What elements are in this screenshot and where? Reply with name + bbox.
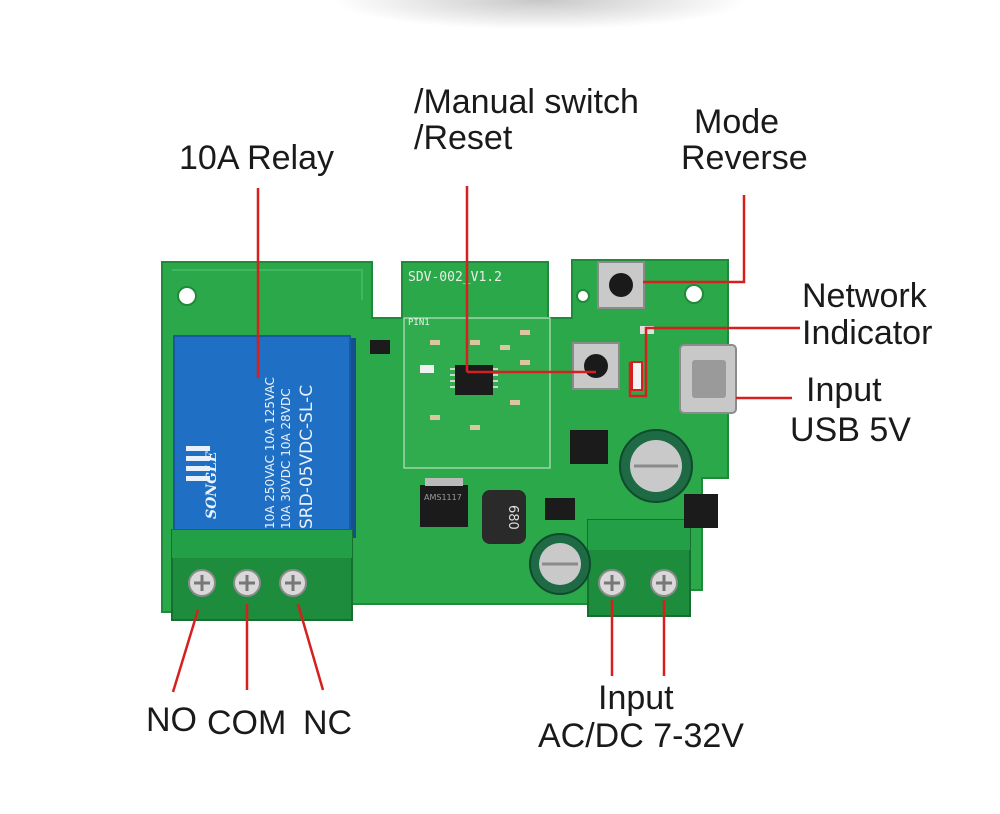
- label-nc: NC: [303, 704, 353, 742]
- label-no: NO: [146, 701, 197, 739]
- capacitor-small: [529, 533, 591, 595]
- label-network: Network: [802, 277, 927, 315]
- label-indicator: Indicator: [802, 314, 933, 352]
- regulator-code-text: AMS1117: [424, 493, 462, 502]
- relay-rating-1: 10A 250VAC 10A 125VAC: [263, 377, 277, 529]
- inductor-code-text: 680: [505, 505, 520, 530]
- label-10a-relay: 10A Relay: [179, 139, 334, 177]
- mount-hole: [177, 286, 197, 306]
- mount-hole: [684, 284, 704, 304]
- label-reverse: Reverse: [681, 139, 808, 177]
- leader-lines: [171, 186, 800, 693]
- ic-8pin: [570, 430, 608, 464]
- pin-label: PIN1: [408, 318, 430, 328]
- terminal-screws: [188, 569, 307, 597]
- relay-rating-2: 10A 30VDC 10A 28VDC: [279, 388, 293, 529]
- diode: [545, 498, 575, 520]
- voltage-regulator: AMS1117: [420, 478, 468, 527]
- label-usb-5v: USB 5V: [790, 411, 911, 449]
- label-mode: Mode: [694, 103, 780, 141]
- wifi-chip: [455, 365, 493, 395]
- label-input-usb: Input: [806, 371, 882, 409]
- label-com: COM: [207, 704, 287, 742]
- relay-brand-text: SONGLE: [204, 451, 220, 519]
- mount-hole: [576, 289, 590, 303]
- network-led: [631, 361, 643, 391]
- label-reset: /Reset: [414, 119, 513, 157]
- capacitor-large: [619, 429, 693, 503]
- relay-model-text: SRD-05VDC-SL-C: [297, 385, 317, 529]
- label-manual-switch: /Manual switch: [414, 83, 639, 121]
- board-version-text: SDV-002_V1.2: [408, 270, 502, 285]
- label-ac-dc-range: AC/DC 7-32V: [538, 717, 744, 755]
- reset-button: [572, 342, 620, 390]
- mode-button: [597, 261, 645, 309]
- transistor: [370, 340, 390, 354]
- bridge-rectifier: [684, 494, 718, 528]
- inductor: 680: [482, 490, 526, 544]
- relay-body: [173, 335, 351, 533]
- label-input-ac: Input: [598, 679, 674, 717]
